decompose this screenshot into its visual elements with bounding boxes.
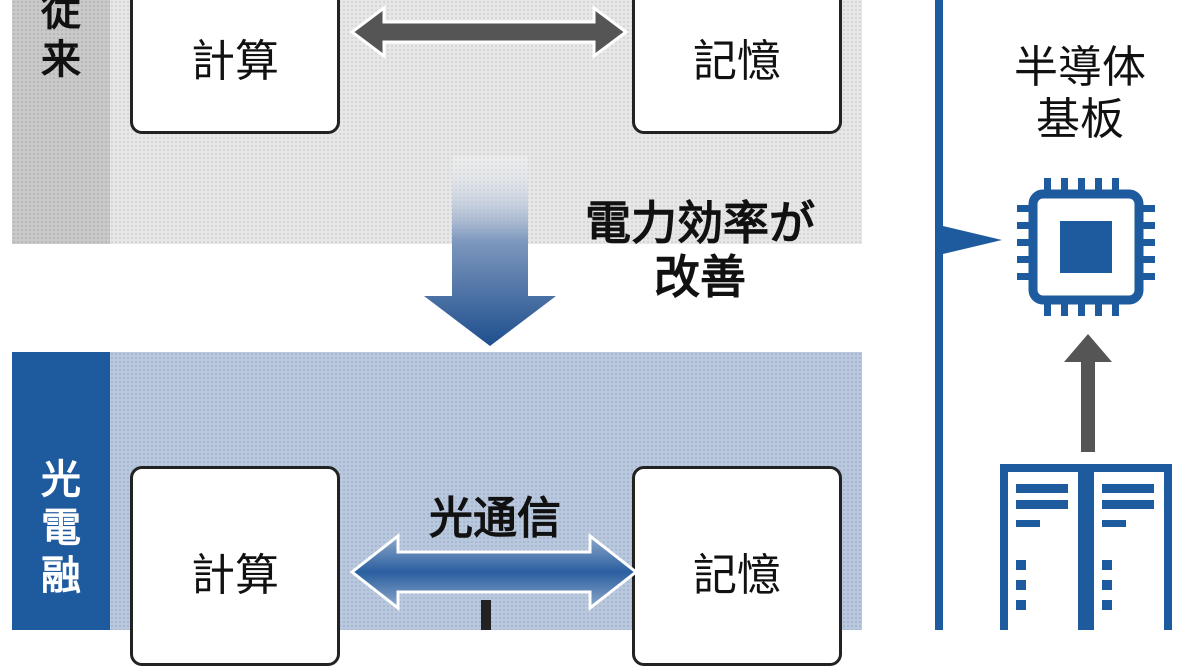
improvement-text: 電力効率が 改善 xyxy=(585,196,815,304)
compute-label: 計算 xyxy=(191,36,279,87)
semiconductor-substrate-title: 半導体 基板 xyxy=(1014,42,1146,145)
substrate-bracket-line xyxy=(935,0,1002,630)
server-rack-icon xyxy=(1000,464,1172,630)
compute-label: 計算 xyxy=(191,550,279,601)
compute-box-conventional: 計算 xyxy=(130,0,340,134)
optical-communication-label: 光通信 xyxy=(429,493,561,544)
chip-icon xyxy=(1017,178,1155,316)
up-arrow xyxy=(1064,334,1112,452)
double-arrow-conventional xyxy=(349,5,629,59)
memory-label: 記憶 xyxy=(693,550,781,601)
memory-label: 記憶 xyxy=(693,36,781,87)
diagram-graphics xyxy=(349,0,1172,630)
double-arrow-optical xyxy=(349,532,639,630)
conventional-label-panel xyxy=(12,0,110,244)
conventional-label: 従 来 xyxy=(41,0,81,83)
improvement-down-arrow xyxy=(424,156,556,346)
optoelectronic-label: 光 電 融 xyxy=(41,457,81,599)
optoelectronic-label-panel xyxy=(12,352,110,630)
memory-box-conventional: 記憶 xyxy=(632,0,842,134)
